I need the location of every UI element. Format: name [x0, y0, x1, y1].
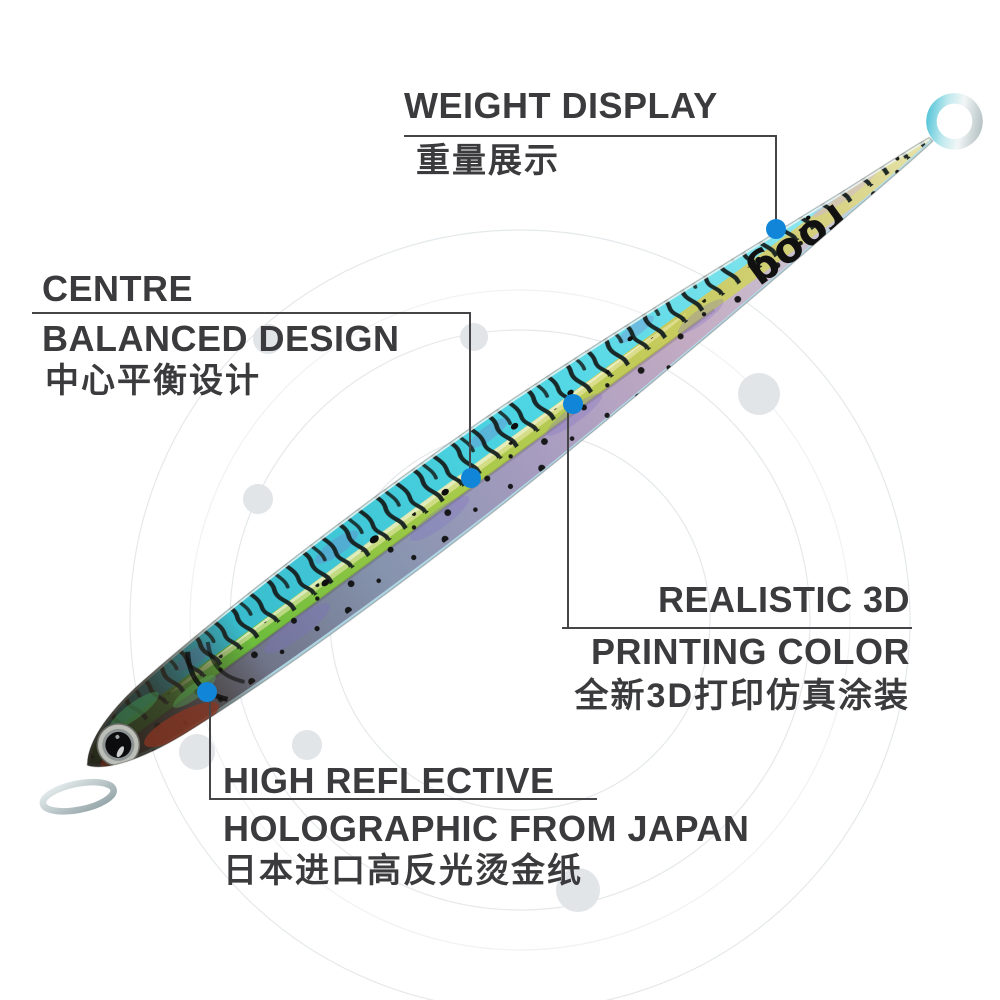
- decor-dot: [179, 734, 215, 770]
- speckle-pattern: [121, 135, 953, 762]
- head-eyelet: [39, 778, 117, 815]
- decor-circles: [129, 229, 911, 1000]
- callout-marker-centre: [461, 468, 481, 488]
- decor-dot: [556, 868, 600, 912]
- fishing-jig-lure: roog: [39, 93, 983, 815]
- callout-weight-subtitle-zh: 重量展示: [416, 142, 560, 180]
- tail-eyelet: [926, 93, 983, 150]
- callout-line-holographic: [209, 694, 597, 800]
- callout-marker-printing: [563, 394, 583, 414]
- callout-printing-title-line2: PRINTING COLOR: [591, 631, 910, 672]
- callout-holographic-subtitle-zh: 日本进口高反光烫金纸: [223, 852, 583, 890]
- lure-eye: [96, 723, 141, 767]
- callout-printing-title-line1: REALISTIC 3D: [657, 579, 910, 620]
- callout-weight-title: WEIGHT DISPLAY: [404, 85, 718, 126]
- callout-centre-title-line2: BALANCED DESIGN: [42, 318, 400, 359]
- callout-centre-title-line1: CENTRE: [42, 268, 194, 309]
- callout-marker-holographic: [197, 682, 217, 702]
- decor-dot: [738, 373, 780, 415]
- decor-dot: [292, 730, 322, 760]
- callout-line-printing: [562, 404, 912, 629]
- decor-dots: [179, 323, 780, 912]
- callout-centre-subtitle-zh: 中心平衡设计: [45, 362, 261, 400]
- callout-lines: [32, 135, 912, 800]
- speckle-blobs: [321, 187, 846, 587]
- callout-printing-subtitle-zh: 全新3D打印仿真涂装: [574, 677, 910, 715]
- decor-dot: [460, 323, 488, 351]
- callout-holographic-title-line2: HOLOGRAPHIC FROM JAPAN: [223, 808, 750, 849]
- callout-marker-weight: [766, 219, 786, 239]
- callout-markers: [197, 219, 786, 702]
- decor-circle: [189, 289, 851, 951]
- callout-line-centre: [32, 312, 471, 478]
- decor-circle: [129, 229, 911, 1000]
- decor-dot: [253, 324, 283, 354]
- callout-line-weight: [404, 135, 777, 229]
- decor-dot: [243, 484, 273, 514]
- callout-holographic-title-line1: HIGH REFLECTIVE: [223, 760, 555, 801]
